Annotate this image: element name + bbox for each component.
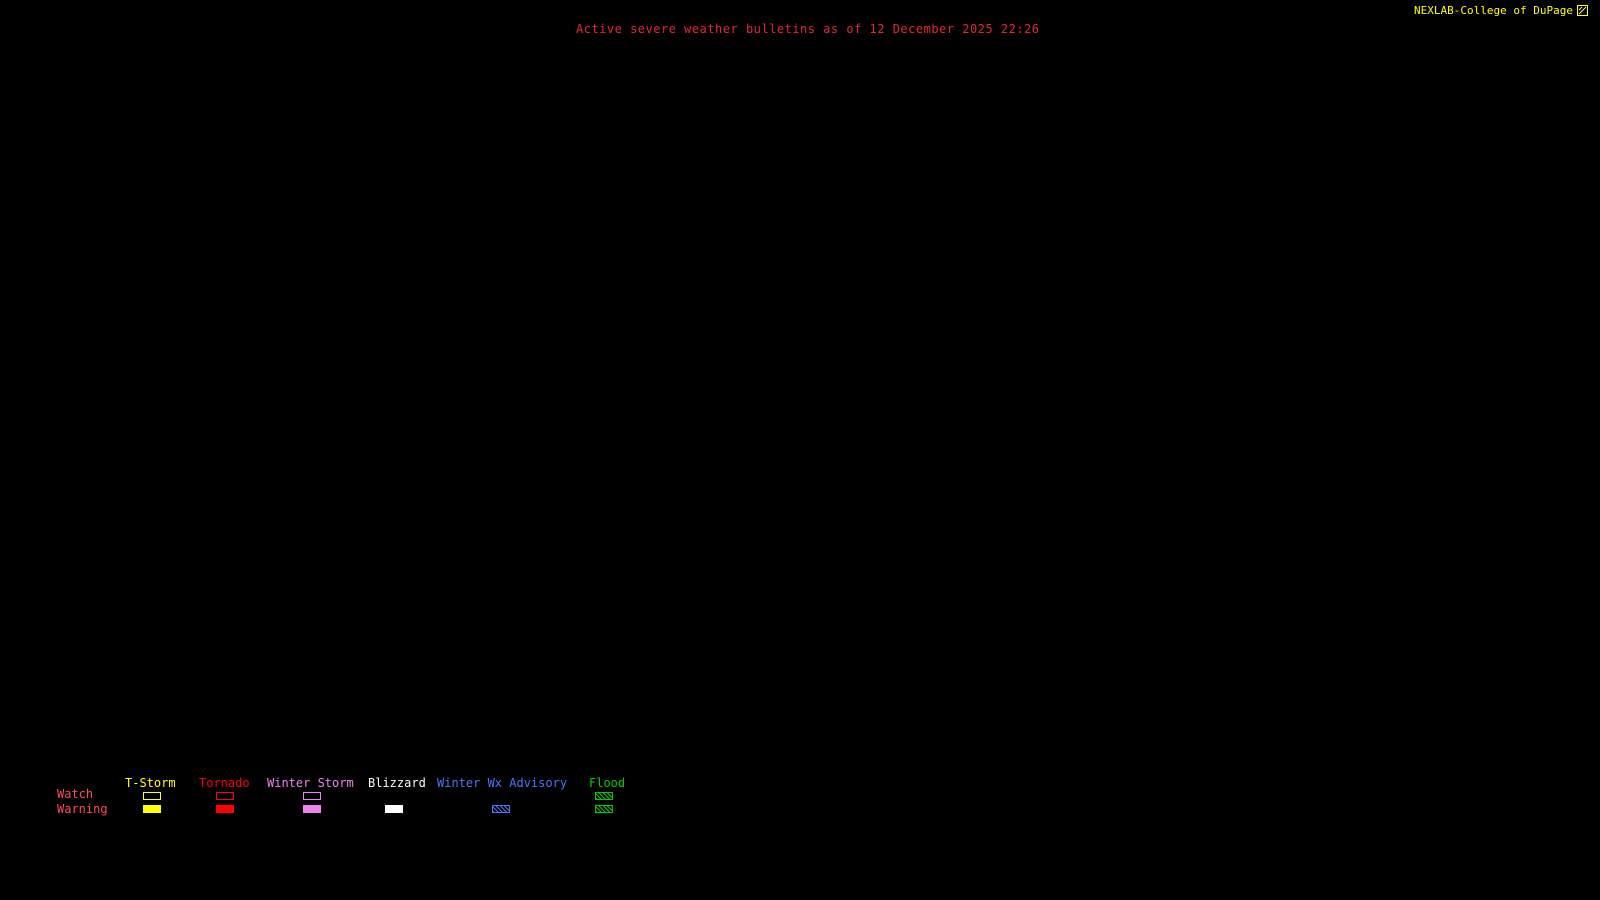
page-title: Active severe weather bulletins as of 12… (576, 22, 1040, 36)
legend-col-label: Winter Wx Advisory (437, 776, 568, 790)
watch-swatch (143, 792, 161, 800)
watch-swatch (595, 792, 613, 800)
warning-swatch (303, 805, 321, 813)
warning-swatch (492, 805, 510, 813)
warning-swatch (143, 805, 161, 813)
legend-col-label: T-Storm (125, 776, 176, 790)
legend-col-label: Blizzard (368, 776, 426, 790)
warning-swatch (216, 805, 234, 813)
watch-swatch (216, 792, 234, 800)
nexlab-logo-icon (1577, 5, 1588, 16)
warning-swatch (595, 805, 613, 813)
brand-label: NEXLAB-College of DuPage (1414, 4, 1573, 17)
legend-col-label: Flood (589, 776, 626, 790)
warning-swatch (385, 805, 403, 813)
watch-swatch (303, 792, 321, 800)
legend-col-label: Winter Storm (267, 776, 354, 790)
legend-row-label-watch: Watch (57, 787, 94, 801)
brand: NEXLAB-College of DuPage (1414, 4, 1588, 17)
legend-col-label: Tornado (199, 776, 250, 790)
legend-row-label-warning: Warning (57, 802, 108, 816)
